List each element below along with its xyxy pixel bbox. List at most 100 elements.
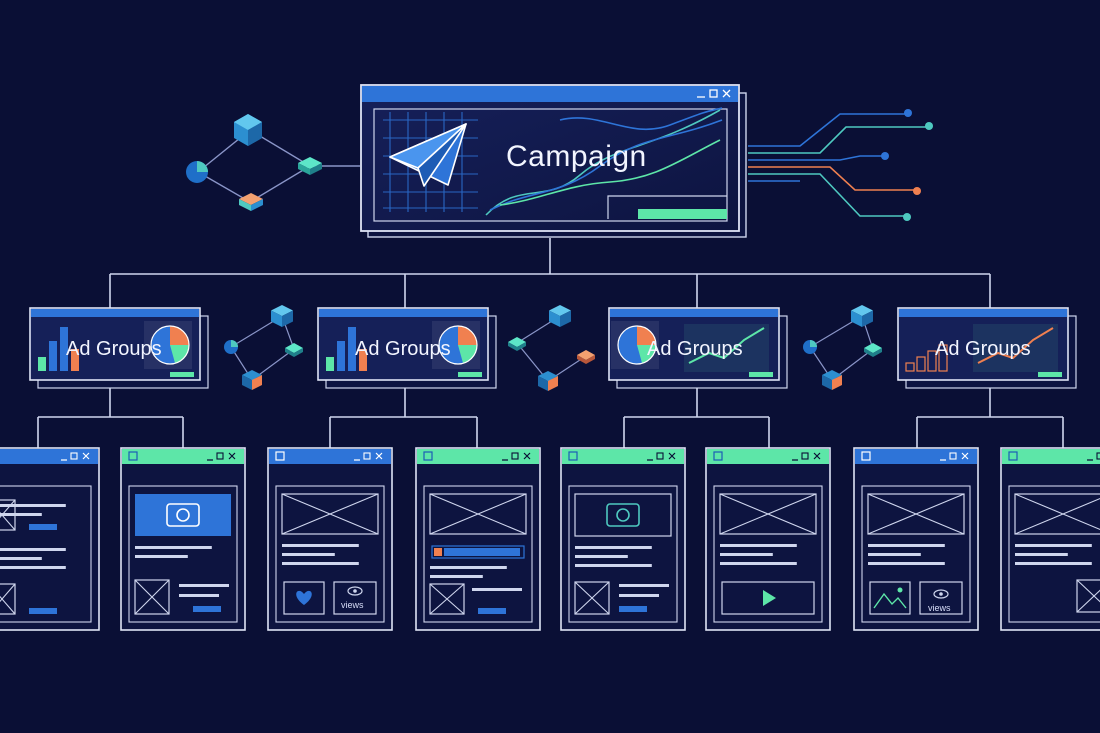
bar-mark — [916, 356, 926, 372]
pie-outline — [438, 325, 478, 365]
window-frame — [0, 447, 100, 631]
ad-group-window[interactable] — [608, 307, 788, 389]
cube-icon — [851, 305, 873, 327]
maximize-icon — [801, 452, 809, 460]
text-line — [575, 555, 628, 558]
eye-icon — [933, 589, 949, 599]
ads-layer — [0, 447, 1100, 631]
video-frame — [721, 581, 815, 615]
ad-window[interactable] — [267, 447, 393, 631]
ad-group-window[interactable] — [897, 307, 1077, 389]
bar-mark — [326, 357, 334, 371]
ad-window[interactable] — [853, 447, 979, 631]
ad-window[interactable] — [120, 447, 246, 631]
trend-waves — [485, 107, 723, 216]
image-cross — [429, 493, 527, 535]
image-placeholder — [429, 583, 465, 615]
ad-window[interactable] — [0, 447, 100, 631]
text-line — [135, 555, 188, 558]
window-header — [707, 449, 829, 464]
sun-icon — [897, 587, 903, 593]
ad-window[interactable] — [560, 447, 686, 631]
node-dot-slice — [810, 340, 817, 347]
image-placeholder — [867, 493, 965, 535]
ad-group-window[interactable] — [29, 307, 209, 389]
ad-content-frame — [1008, 485, 1100, 623]
cube-icon — [239, 193, 263, 211]
campaign-window[interactable] — [360, 84, 747, 238]
views-label: views — [341, 600, 364, 610]
window-header — [122, 449, 244, 464]
cube-icon — [234, 114, 262, 146]
views-label: views — [928, 603, 951, 613]
status-bar — [170, 372, 194, 377]
text-line — [179, 594, 219, 597]
ad-content-frame — [861, 485, 971, 623]
cube-clusters-layer — [224, 305, 882, 391]
ad-window[interactable] — [705, 447, 831, 631]
image-placeholder — [281, 493, 379, 535]
window-controls — [502, 452, 531, 461]
window-frame — [1000, 447, 1100, 631]
cluster-link — [516, 315, 561, 382]
eye-pupil — [353, 589, 357, 593]
window-icon — [423, 451, 433, 461]
pie-outline — [617, 325, 657, 365]
cube-icon — [538, 371, 558, 391]
cube-cluster — [224, 305, 303, 390]
text-line — [868, 562, 945, 565]
image-placeholder — [429, 493, 527, 535]
bar-mark — [38, 357, 46, 371]
window-header — [1002, 449, 1100, 464]
text-line — [720, 562, 797, 565]
text-line — [0, 513, 42, 516]
text-line — [430, 566, 507, 569]
mountain-icon — [873, 592, 907, 609]
play-icon — [763, 590, 776, 606]
window-icon — [128, 451, 138, 461]
window-controls — [940, 452, 969, 461]
pie-slice — [637, 345, 656, 363]
image-cross — [0, 583, 16, 615]
window-header — [319, 309, 487, 317]
pie-slice — [458, 345, 477, 363]
bar-mark — [938, 344, 948, 372]
maximize-icon — [511, 452, 519, 460]
pie-outline — [150, 325, 190, 365]
window-frame — [120, 447, 246, 631]
bar-mark — [337, 341, 345, 371]
status-bar — [458, 372, 482, 377]
ad-window[interactable] — [415, 447, 541, 631]
window-controls — [647, 452, 676, 461]
image-cross — [574, 581, 610, 615]
image-cross — [281, 493, 379, 535]
window-header — [562, 449, 684, 464]
text-line — [135, 546, 212, 549]
text-line — [282, 553, 335, 556]
eye-pupil — [939, 592, 943, 596]
ad-content-frame — [128, 485, 238, 623]
text-line — [575, 564, 652, 567]
image-cross — [429, 583, 465, 615]
ad-window[interactable] — [1000, 447, 1100, 631]
image-banner — [135, 494, 231, 536]
image-cross — [867, 493, 965, 535]
window-header — [899, 309, 1067, 317]
maximize-icon — [656, 452, 664, 460]
left-cube-network — [186, 114, 360, 211]
tile-icon — [577, 350, 595, 364]
maximize-icon — [363, 452, 371, 460]
photo-box — [869, 581, 911, 615]
window-controls — [792, 452, 821, 461]
ad-content-frame — [0, 485, 92, 623]
text-line — [0, 548, 66, 551]
node-dot-slice — [231, 340, 238, 347]
window-frame — [267, 447, 393, 631]
bar-mark — [71, 349, 79, 371]
eye-icon — [347, 586, 363, 596]
window-icon — [568, 451, 578, 461]
image-cross — [1076, 579, 1100, 613]
ad-group-window[interactable] — [317, 307, 497, 389]
text-line — [868, 544, 945, 547]
